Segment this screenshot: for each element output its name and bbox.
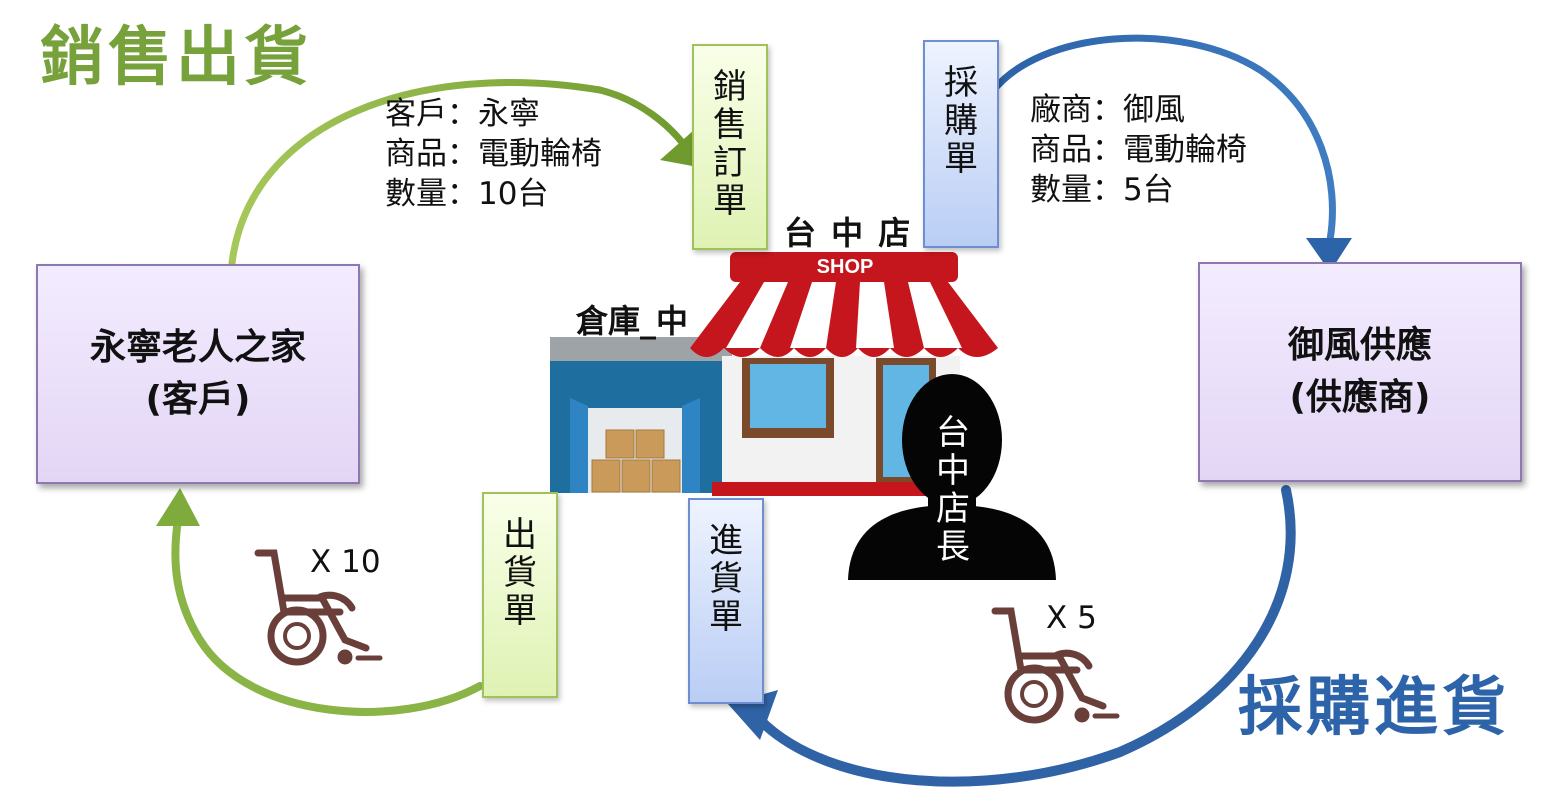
supplier-role: (供應商): [1289, 377, 1431, 418]
doc-char: 單: [944, 139, 978, 180]
shipped-quantity: X 10: [310, 544, 381, 580]
purchase-order-document: 採 購 單: [923, 40, 999, 248]
doc-char: 銷: [713, 67, 747, 107]
shipment-arrow: [156, 488, 484, 716]
sales-order-customer: 客戶：永寧: [385, 96, 540, 132]
doc-char: 單: [713, 181, 747, 222]
doc-char: 貨: [503, 553, 537, 594]
purchase-order-quantity: 數量：5台: [1030, 172, 1174, 208]
supplier-node: 御風供應 (供應商): [1198, 262, 1522, 482]
sales-order-quantity: 數量：10台: [385, 176, 549, 212]
purchase-order-product: 商品：電動輪椅: [1030, 132, 1247, 168]
purchase-order-vendor: 廠商：御風: [1030, 92, 1185, 128]
doc-char: 訂: [713, 143, 747, 184]
purchase-order-details: 廠商：御風 商品：電動輪椅 數量：5台: [1030, 90, 1247, 210]
customer-role: (客戶): [145, 379, 251, 420]
warehouse-name: 倉庫_中: [576, 302, 689, 340]
doc-char: 貨: [709, 559, 743, 600]
doc-char: 單: [503, 591, 537, 632]
customer-node: 永寧老人之家 (客戶): [36, 264, 360, 484]
purchase-section-title: 採購進貨: [1238, 671, 1510, 745]
shipment-document: 出 貨 單: [482, 492, 558, 698]
purchase-order-arrow: [988, 34, 1352, 272]
supplier-name: 御風供應: [1287, 324, 1432, 366]
sales-order-document: 銷 售 訂 單: [692, 44, 768, 250]
receipt-document: 進 貨 單: [688, 498, 764, 704]
sales-order-product: 商品：電動輪椅: [385, 136, 602, 172]
manager-char: 店: [936, 489, 970, 530]
person-silhouette-icon: [848, 374, 1056, 580]
sales-order-details: 客戶：永寧 商品：電動輪椅 數量：10台: [385, 94, 602, 214]
manager-char: 中: [936, 451, 970, 492]
wheelchair-icon: [254, 549, 383, 666]
store-name: 台 中 店: [784, 214, 913, 252]
customer-name: 永寧老人之家: [89, 326, 306, 368]
wheelchair-icon: [991, 607, 1120, 724]
manager-char: 台: [936, 413, 970, 453]
warehouse-icon: [550, 337, 732, 493]
manager-char: 長: [936, 527, 970, 568]
manager-label: 台 中 店 長: [933, 414, 973, 566]
shop-sign: SHOP: [816, 256, 874, 278]
sales-section-title: 銷售出貨: [40, 21, 312, 95]
doc-char: 進: [709, 521, 743, 561]
doc-char: 單: [709, 597, 743, 638]
doc-char: 採: [944, 63, 978, 103]
received-quantity: X 5: [1046, 600, 1097, 636]
doc-char: 出: [503, 515, 537, 555]
doc-char: 購: [944, 101, 978, 142]
doc-char: 售: [713, 105, 747, 146]
